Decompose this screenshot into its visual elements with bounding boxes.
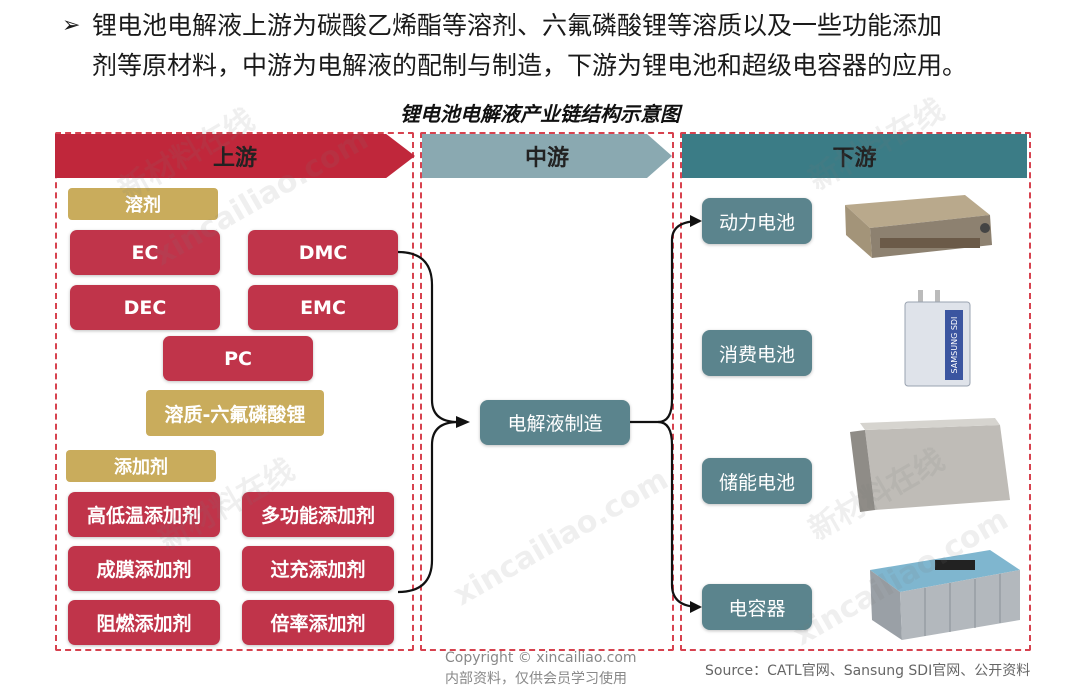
intro-line-1: 锂电池电解液上游为碳酸乙烯酯等溶剂、六氟磷酸锂等溶质以及一些功能添加 (92, 11, 943, 40)
solvent-dec: DEC (70, 285, 220, 330)
footer-internal-note: 内部资料，仅供会员学习使用 (445, 671, 627, 687)
downstream-capacitor: 电容器 (702, 584, 812, 630)
storage-battery-image (850, 418, 1010, 512)
bullet-arrow-icon: ➢ (62, 13, 81, 38)
downstream-header: 下游 (682, 134, 1027, 178)
downstream-storage-battery: 储能电池 (702, 458, 812, 504)
downstream-panel (680, 132, 1031, 651)
additive-overcharge: 过充添加剂 (242, 546, 394, 591)
solvent-emc: EMC (248, 285, 398, 330)
additive-rate: 倍率添加剂 (242, 600, 394, 645)
upstream-panel (55, 132, 414, 651)
connector-lines (397, 219, 701, 609)
additive-temperature: 高低温添加剂 (68, 492, 220, 537)
downstream-consumer-battery: 消费电池 (702, 330, 812, 376)
consumer-battery-image: SAMSUNG SDI (904, 290, 971, 387)
solvent-dmc: DMC (248, 230, 398, 275)
capacitor-image (870, 550, 1020, 640)
intro-line-2: 剂等原材料，中游为电解液的配制与制造，下游为锂电池和超级电容器的应用。 (92, 51, 968, 80)
diagram-title: 锂电池电解液产业链结构示意图 (400, 102, 680, 126)
footer-source: Source：CATL官网、Sansung SDI官网、公开资料 (705, 663, 1031, 679)
svg-text:SAMSUNG SDI: SAMSUNG SDI (950, 317, 959, 374)
additive-tag: 添加剂 (66, 450, 216, 482)
electrolyte-manufacturing-node: 电解液制造 (480, 400, 630, 445)
footer-copyright: Copyright © xincailiao.com (445, 650, 637, 666)
additive-multifunction: 多功能添加剂 (242, 492, 394, 537)
midstream-header: 中游 (422, 134, 672, 178)
downstream-power-battery: 动力电池 (702, 198, 812, 244)
additive-film-forming: 成膜添加剂 (68, 546, 220, 591)
upstream-header: 上游 (55, 134, 415, 178)
power-battery-image (845, 195, 992, 258)
solute-tag: 溶质-六氟磷酸锂 (146, 390, 324, 436)
intro-paragraph: ➢ 锂电池电解液上游为碳酸乙烯酯等溶剂、六氟磷酸锂等溶质以及一些功能添加 剂等原… (62, 6, 1062, 86)
arrowheads (456, 215, 702, 613)
solvent-ec: EC (70, 230, 220, 275)
solvent-pc: PC (163, 336, 313, 381)
additive-flame-retardant: 阻燃添加剂 (68, 600, 220, 645)
solvent-tag: 溶剂 (68, 188, 218, 220)
